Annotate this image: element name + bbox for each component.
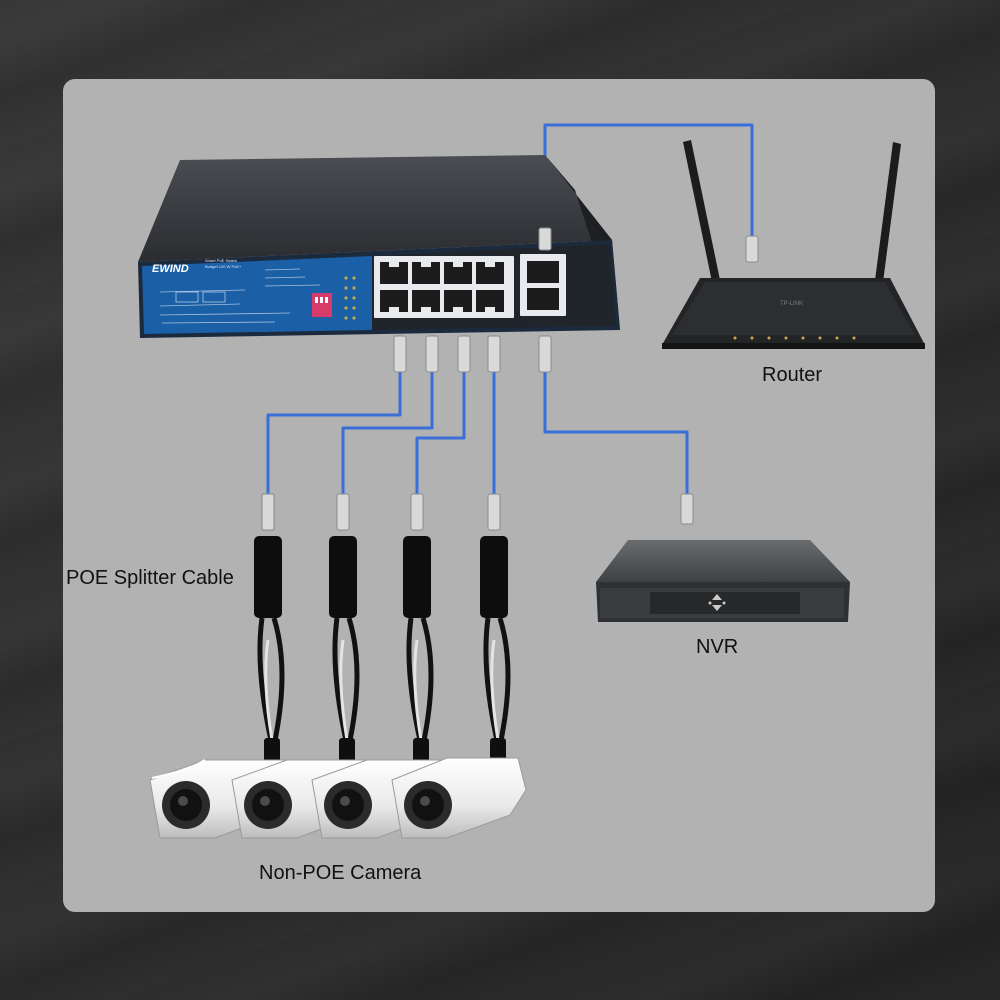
nvr-label: NVR	[696, 636, 739, 658]
router-brand: TP-LINK	[780, 301, 803, 307]
switch-brand: EWIND	[152, 263, 189, 275]
splitter-4	[480, 536, 511, 762]
splitter-2	[329, 536, 360, 762]
uplink-ports	[520, 254, 566, 316]
nvr	[596, 540, 850, 622]
cable-switch-splitter-1	[266, 372, 402, 496]
cable-switch-splitter-2	[341, 372, 434, 496]
camera-4	[391, 757, 527, 839]
splitter-1	[254, 536, 285, 762]
poe-switch: EWIND Smart PoE Switch Budget 120 W PoE+	[138, 155, 620, 338]
dip-switch	[312, 293, 332, 317]
switch-model-line1: Smart PoE Switch	[205, 258, 237, 263]
switch-model-line2: Budget 120 W PoE+	[205, 264, 242, 269]
cameras	[149, 757, 527, 839]
router-antenna-right	[874, 142, 901, 290]
router-label: Router	[762, 364, 823, 386]
rj45-connectors	[261, 227, 759, 531]
router: TP-LINK	[662, 140, 925, 349]
poe-splitters	[254, 536, 511, 762]
camera-label: Non-POE Camera	[259, 862, 422, 884]
cable-switch-nvr	[543, 368, 689, 498]
splitter-3	[403, 536, 434, 762]
poe-ports	[374, 256, 514, 318]
cable-switch-splitter-3	[415, 372, 466, 496]
router-antenna-left	[683, 140, 720, 282]
splitter-label: POE Splitter Cable	[66, 567, 234, 589]
